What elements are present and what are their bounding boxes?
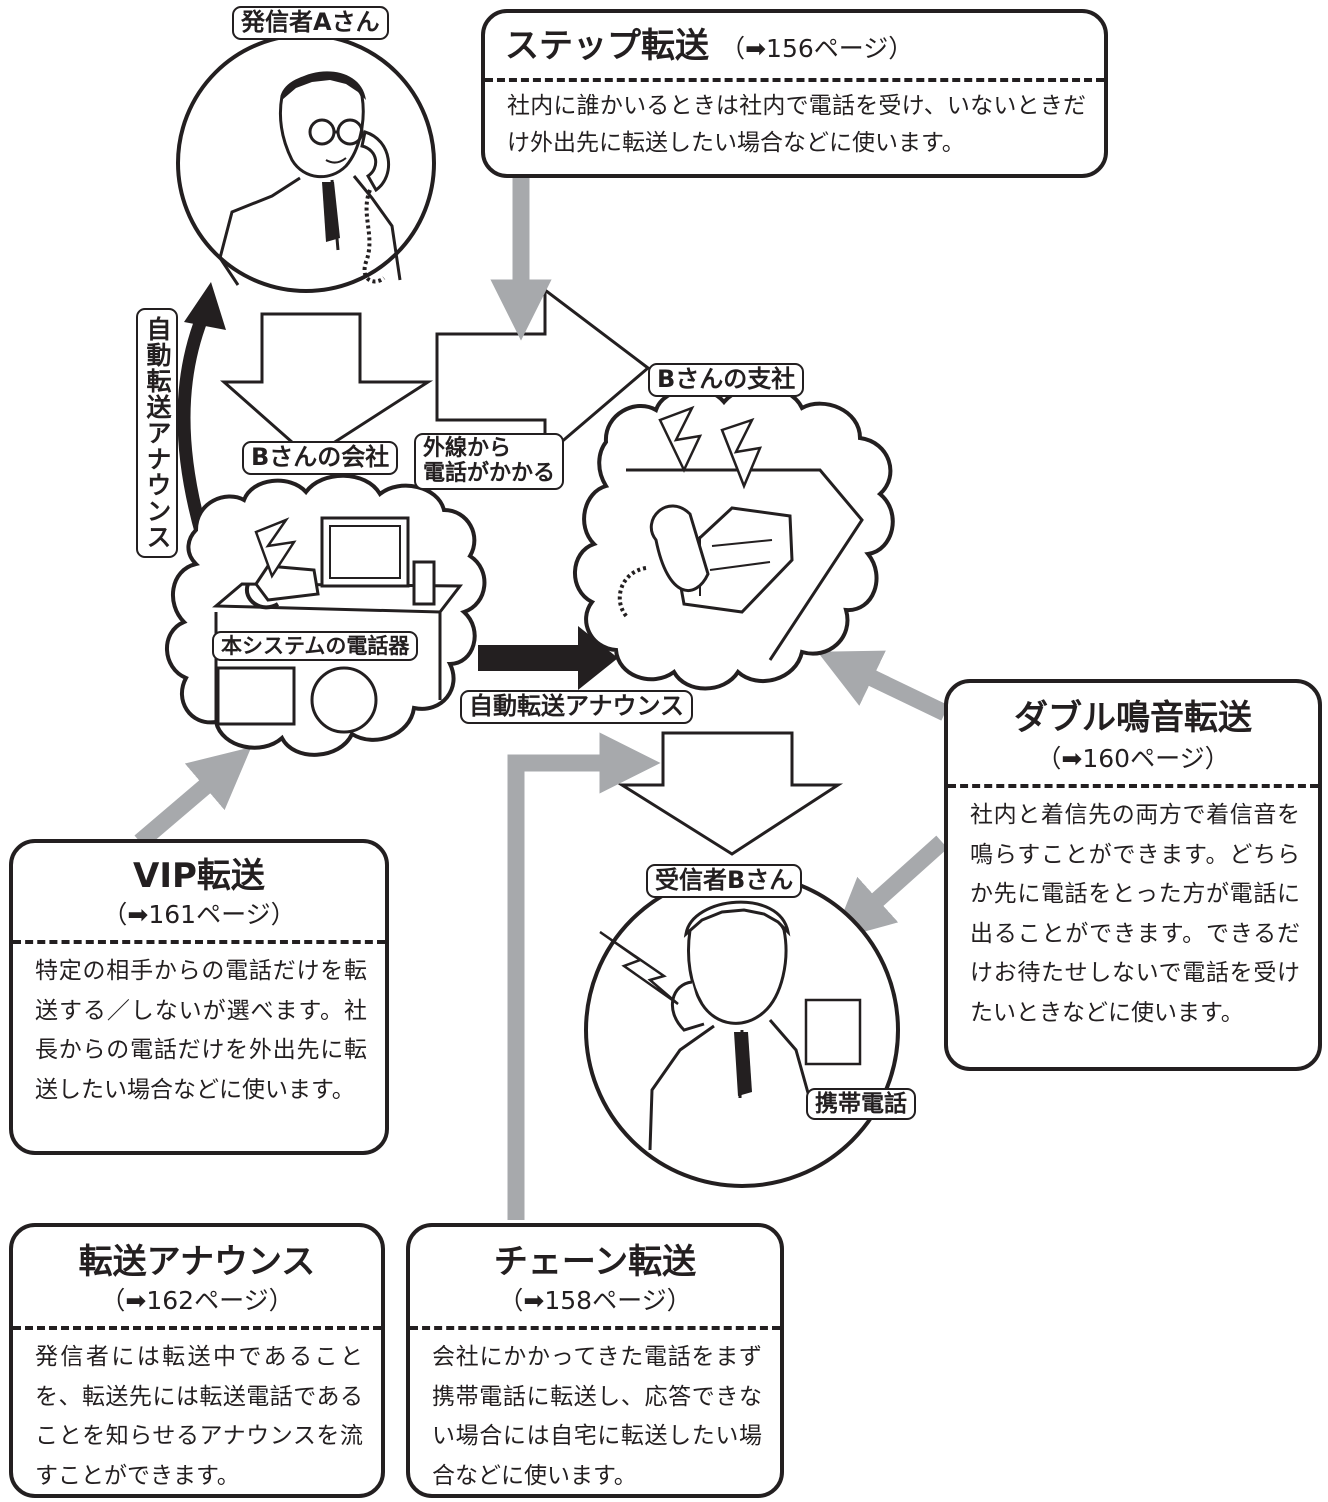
auto-announce-vertical-label: 自動転送アナウンス: [136, 308, 178, 558]
call-flow-arrow-to-receiver: [616, 731, 844, 856]
step-transfer-page-ref: （➡156ページ）: [720, 34, 914, 63]
step-transfer-desc: 社内に誰かいるときは社内で電話を受け、いないときだけ外出先に転送したい場合などに…: [507, 93, 1086, 156]
vip-transfer-divider: [13, 940, 385, 945]
transfer-announce-box: 転送アナウンス （➡162ページ） 発信者には転送中であることを、転送先には転送…: [9, 1223, 385, 1498]
double-ring-transfer-desc: 社内と着信先の両方で着信音を鳴らすことができます。どちらか先に電話をとった方が電…: [970, 802, 1300, 1026]
double-ring-transfer-divider: [948, 784, 1318, 789]
step-transfer-divider: [485, 78, 1104, 83]
auto-announce-arrow: [478, 626, 618, 690]
vip-transfer-title: VIP転送: [133, 856, 265, 896]
transfer-announce-divider: [13, 1326, 381, 1331]
transfer-announce-page-ref: （➡162ページ）: [100, 1286, 294, 1316]
double-ring-transfer-page-ref: （➡160ページ）: [1036, 744, 1230, 774]
auto-announce-horizontal-label: 自動転送アナウンス: [460, 690, 694, 724]
mobile-label: 携帯電話: [806, 1088, 916, 1121]
vip-transfer-page-ref: （➡161ページ）: [102, 900, 296, 930]
company-office-illustration: [165, 473, 487, 757]
receiver-illustration: [584, 872, 900, 1188]
chain-transfer-page-ref: （➡158ページ）: [498, 1286, 692, 1316]
double-ring-transfer-box: ダブル鳴音転送 （➡160ページ） 社内と着信先の両方で着信音を鳴らすことができ…: [944, 679, 1322, 1071]
auto-announce-curved-arrow: [177, 315, 209, 537]
branch-office-illustration: [573, 384, 895, 691]
caller-label: 発信者Aさん: [232, 6, 389, 40]
chain-transfer-divider: [410, 1326, 780, 1331]
caller-illustration: [176, 33, 436, 293]
chain-transfer-title: チェーン転送: [493, 1242, 697, 1282]
receiver-label: 受信者Bさん: [646, 864, 803, 898]
chain-gray-arrow: [507, 732, 661, 1220]
step-transfer-title: ステップ転送: [505, 26, 709, 66]
system-phone-label: 本システムの電話器: [212, 631, 419, 662]
transfer-announce-title: 転送アナウンス: [78, 1242, 316, 1282]
chain-transfer-box: チェーン転送 （➡158ページ） 会社にかかってきた電話をまず携帯電話に転送し、…: [406, 1223, 784, 1498]
call-flow-arrow-down: [220, 312, 434, 460]
company-label: Bさんの会社: [242, 441, 399, 475]
external-call-label: 外線から 電話がかかる: [414, 433, 565, 490]
branch-label: Bさんの支社: [648, 363, 805, 397]
vip-transfer-desc: 特定の相手からの電話だけを転送する／しないが選べます。社長からの電話だけを外出先…: [35, 958, 367, 1103]
external-call-line-2: 電話がかかる: [423, 461, 556, 487]
transfer-announce-desc: 発信者には転送中であることを、転送先には転送電話であることを知らせるアナウンスを…: [35, 1344, 363, 1489]
step-transfer-box: ステップ転送 （➡156ページ） 社内に誰かいるときは社内で電話を受け、いないと…: [481, 9, 1108, 178]
double-ring-transfer-title: ダブル鳴音転送: [1014, 698, 1252, 738]
external-call-line-1: 外線から: [423, 436, 512, 461]
vip-gray-arrow: [134, 747, 252, 849]
double-gray-arrow-lower: [832, 835, 948, 941]
vip-transfer-box: VIP転送 （➡161ページ） 特定の相手からの電話だけを転送する／しないが選べ…: [9, 839, 389, 1155]
chain-transfer-desc: 会社にかかってきた電話をまず携帯電話に転送し、応答できない場合には自宅に転送した…: [432, 1344, 762, 1489]
double-gray-arrow-upper: [817, 650, 949, 721]
